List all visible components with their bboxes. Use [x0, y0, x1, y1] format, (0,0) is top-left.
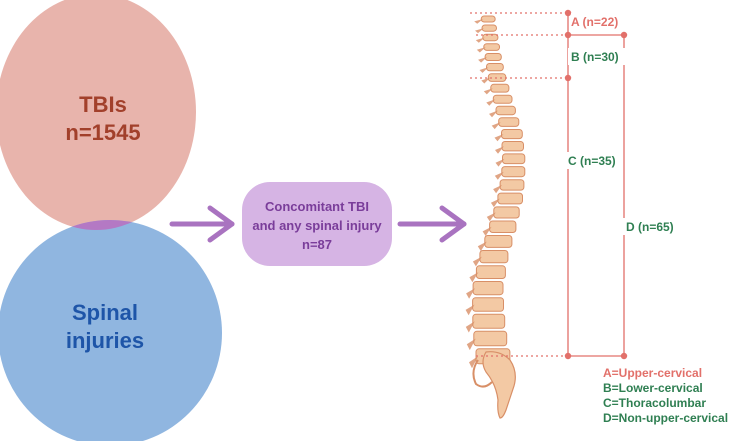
vertebra-process: [479, 67, 489, 73]
combined-line1: Concomitant TBI: [265, 199, 369, 214]
vertebra-process: [466, 288, 476, 299]
vertebra-process: [465, 321, 475, 333]
vertebra-process: [491, 122, 501, 130]
vertebra-process: [469, 356, 478, 369]
vertebra: [497, 192, 523, 205]
vertebra-process: [486, 99, 496, 106]
vertebra: [501, 166, 526, 178]
arrow-to-combined: [169, 205, 235, 243]
combined-count: n=87: [302, 237, 332, 252]
spinal-title-line1: Spinal: [72, 300, 138, 325]
segment-c-label: C (n=35): [568, 154, 616, 168]
vertebra: [472, 297, 505, 312]
tbi-title: TBIs: [79, 92, 127, 117]
vertebra-process: [465, 304, 475, 316]
vertebra-process: [475, 28, 484, 34]
vertebra: [495, 105, 516, 116]
vertebra-process: [477, 241, 487, 252]
vertebra-process: [475, 37, 485, 43]
vertebra: [490, 83, 510, 93]
legend-b: B=Lower-cervical: [603, 381, 703, 395]
vertebra: [493, 206, 520, 219]
spinal-injuries-circle: [0, 220, 222, 441]
vertebra-process: [478, 57, 488, 63]
vertebra: [484, 235, 513, 248]
vertebra: [486, 63, 504, 72]
legend-c: C=Thoracolumbar: [603, 396, 706, 410]
vertebra-process: [494, 134, 504, 142]
vertebra-process: [494, 171, 504, 180]
vertebra: [472, 313, 506, 329]
legend-d: D=Non-upper-cervical: [603, 411, 728, 425]
vertebra: [502, 153, 526, 165]
segment-d-label: D (n=65): [626, 220, 674, 234]
tbi-circle: [0, 0, 196, 230]
vertebra: [483, 43, 500, 51]
legend-a: A=Upper-cervical: [603, 366, 702, 380]
arrow-to-spine: [397, 205, 467, 243]
vertebra: [479, 250, 509, 264]
combined-line2: and any spinal injury: [252, 218, 382, 233]
segment-b-label: B (n=30): [571, 50, 619, 64]
segment-a-label: A (n=22): [571, 15, 618, 29]
vertebra: [501, 129, 523, 140]
vertebra-process: [469, 272, 479, 283]
vertebra-process: [474, 19, 484, 24]
sacrum-edge: [472, 359, 493, 388]
vertebra-process: [495, 146, 504, 154]
vertebra-process: [490, 198, 500, 208]
segment-brackets: [564, 9, 628, 360]
vertebra: [492, 94, 513, 104]
vertebra: [480, 15, 496, 23]
vertebra-process: [476, 47, 486, 53]
vertebra-process: [493, 184, 503, 194]
dotted-reference-lines: [470, 12, 568, 357]
vertebra-process: [483, 88, 493, 95]
tbi-count: n=1545: [65, 120, 140, 145]
vertebra-process: [482, 226, 492, 237]
vertebra: [481, 24, 497, 32]
vertebra: [501, 141, 524, 152]
vertebra-process: [481, 77, 491, 84]
sacrum: [482, 351, 516, 419]
vertebra: [475, 265, 506, 279]
vertebra-process: [495, 158, 505, 167]
vertebra-process: [472, 256, 482, 267]
vertebra: [472, 281, 504, 296]
spinal-title-line2: injuries: [66, 328, 144, 353]
vertebra: [482, 33, 499, 42]
vertebra-process: [466, 338, 476, 351]
vertebra-process: [486, 212, 496, 222]
vertebra: [484, 53, 502, 61]
spine-illustration: [465, 15, 526, 419]
vertebra: [489, 220, 517, 233]
vertebra: [498, 117, 520, 127]
combined-box: [242, 182, 392, 266]
vertebra: [499, 179, 525, 191]
vertebra-process: [489, 110, 498, 118]
vertebra: [473, 330, 508, 347]
